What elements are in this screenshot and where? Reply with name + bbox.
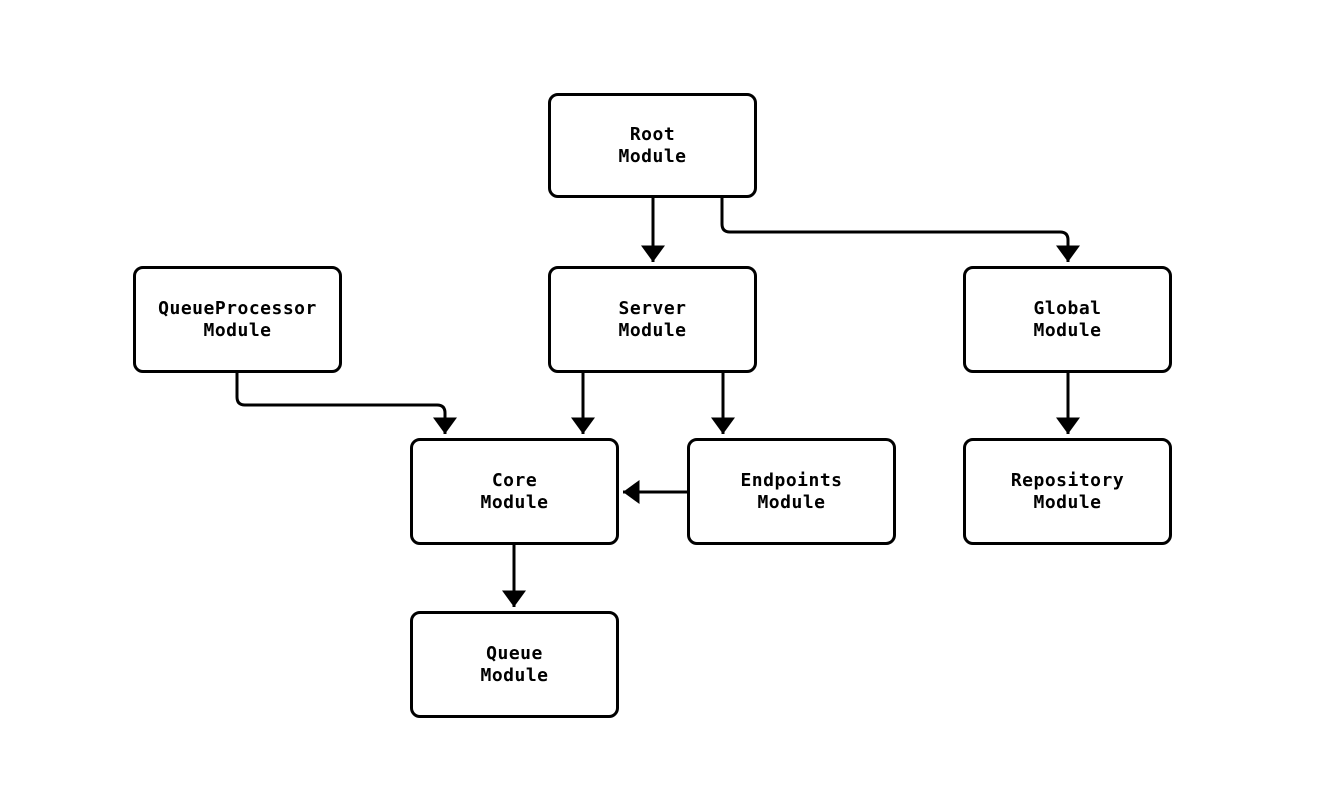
edge-queueprocessor-to-core <box>235 373 457 434</box>
node-repository-module-label: Repository Module <box>1010 469 1125 513</box>
node-queueprocessor-module-label: QueueProcessor Module <box>158 297 317 341</box>
node-global-module-label: Global Module <box>1033 297 1102 341</box>
node-server-module-label: Server Module <box>618 297 687 341</box>
edge-root-to-global <box>720 198 1080 262</box>
node-root-module: Root Module <box>548 93 757 198</box>
node-queue-module-label: Queue Module <box>480 642 549 686</box>
node-endpoints-module: Endpoints Module <box>687 438 896 545</box>
node-root-module-label: Root Module <box>618 123 687 167</box>
node-queue-module: Queue Module <box>410 611 619 718</box>
node-global-module: Global Module <box>963 266 1172 373</box>
node-repository-module: Repository Module <box>963 438 1172 545</box>
node-endpoints-module-label: Endpoints Module <box>740 469 843 513</box>
node-queueprocessor-module: QueueProcessor Module <box>133 266 342 373</box>
node-core-module: Core Module <box>410 438 619 545</box>
node-core-module-label: Core Module <box>480 469 549 513</box>
node-server-module: Server Module <box>548 266 757 373</box>
